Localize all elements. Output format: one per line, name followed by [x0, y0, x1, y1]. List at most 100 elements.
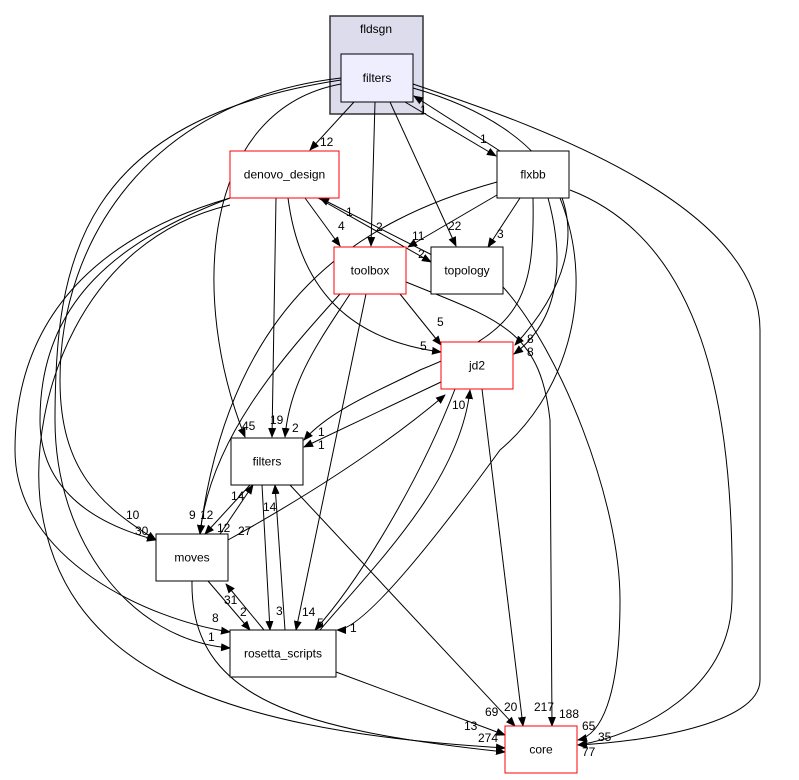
edge-flxbb-to-fldsgn_filters[interactable]	[413, 95, 501, 152]
node-core[interactable]: core	[504, 725, 578, 774]
edges	[14, 77, 761, 756]
edge-flxbb-to-topology[interactable]	[487, 197, 521, 248]
node-label: rosetta_scripts	[244, 647, 322, 661]
edge-label: 1	[208, 630, 215, 644]
edge-label: 12	[217, 521, 231, 535]
node-box[interactable]	[440, 341, 514, 390]
node-label: filters	[363, 71, 392, 85]
edge-label: 1	[350, 621, 357, 635]
node-box[interactable]	[430, 246, 504, 295]
edge-label: 31	[224, 593, 238, 607]
edge-rosetta_scripts-to-core[interactable]	[335, 671, 506, 736]
node-fldsgn-filters[interactable]: filters	[340, 53, 414, 103]
node-moves[interactable]: moves	[155, 533, 229, 582]
edge-fldsgn_filters-to-toolbox[interactable]	[367, 101, 376, 247]
edge-fldsgn_filters-to-flxbb[interactable]	[404, 101, 497, 157]
edge-label: 77	[582, 745, 596, 759]
edge-label: 9	[189, 508, 196, 522]
edge-moves-to-rosetta_scripts[interactable]	[207, 580, 251, 631]
edge-fldsgn_filters-to-core[interactable]	[412, 83, 761, 749]
node-box[interactable]	[229, 150, 340, 199]
node-label: moves	[174, 551, 209, 565]
node-jd2[interactable]: jd2	[440, 341, 514, 390]
edge-rosetta_scripts-to-moves[interactable]	[225, 583, 265, 631]
edge-denovo_design-to-filters[interactable]	[268, 197, 277, 438]
node-rosetta-scripts[interactable]: rosetta_scripts	[229, 629, 337, 678]
node-denovo-design[interactable]: denovo_design	[229, 150, 340, 199]
cluster-label: fldsgn	[360, 22, 392, 36]
edge-label: 5	[437, 315, 444, 329]
node-flxbb[interactable]: flxbb	[496, 150, 570, 199]
edge-label: 30	[135, 524, 149, 538]
edge-fldsgn_filters-to-moves[interactable]	[59, 77, 342, 541]
edge-label: 10	[452, 398, 466, 412]
node-topology[interactable]: topology	[430, 246, 504, 295]
node-box[interactable]	[229, 629, 337, 678]
edge-label: 1	[318, 438, 325, 452]
edge-denovo_design-to-toolbox[interactable]	[304, 197, 341, 247]
node-toolbox[interactable]: toolbox	[333, 246, 407, 295]
edge-filters-to-moves[interactable]	[204, 484, 251, 535]
edge-fldsgn_filters-to-rosetta_scripts[interactable]	[54, 79, 342, 652]
edge-topology-to-core[interactable]	[502, 286, 621, 742]
edge-jd2-to-filters[interactable]	[303, 381, 442, 448]
edge-jd2-to-rosetta_scripts[interactable]	[314, 388, 456, 631]
edge-denovo_design-to-core[interactable]	[38, 204, 506, 752]
edge-toolbox-to-jd2[interactable]	[399, 293, 442, 346]
edge-label: 3	[497, 227, 504, 241]
node-box[interactable]	[504, 725, 578, 774]
edge-flxbb-to-toolbox[interactable]	[407, 194, 498, 248]
edge-label: 10	[126, 508, 140, 522]
edge-denovo_design-to-topology[interactable]	[317, 197, 432, 263]
edge-label: 20	[504, 700, 518, 714]
edge-fldsgn_filters-to-jd2[interactable]	[412, 87, 569, 346]
edge-label: 8	[527, 332, 534, 346]
edge-fldsgn_filters-to-topology[interactable]	[389, 101, 457, 247]
node-box[interactable]	[333, 246, 407, 295]
edge-fldsgn_filters-to-denovo_design[interactable]	[309, 101, 355, 151]
edge-label: 188	[559, 707, 579, 721]
edge-filters-to-core[interactable]	[289, 484, 516, 727]
node-box[interactable]	[340, 53, 414, 103]
edge-flxbb-to-rosetta_scripts[interactable]	[336, 197, 577, 634]
node-label: jd2	[468, 359, 485, 373]
edge-toolbox-to-core[interactable]	[405, 281, 556, 727]
edge-label: 1	[480, 132, 487, 146]
edge-label: 12	[200, 508, 214, 522]
edge-flxbb-to-filters[interactable]	[303, 197, 534, 441]
edge-label: 274	[478, 731, 498, 745]
edge-rosetta_scripts-to-filters[interactable]	[271, 484, 286, 631]
edge-flxbb-to-moves[interactable]	[197, 181, 498, 535]
edge-denovo_design-to-moves[interactable]	[39, 197, 231, 542]
edge-denovo_design-to-rosetta_scripts[interactable]	[14, 197, 231, 635]
edge-moves-to-core[interactable]	[191, 580, 506, 756]
node-box[interactable]	[155, 533, 229, 582]
edge-label: 27	[238, 524, 252, 538]
edge-label: 14	[263, 500, 277, 514]
edge-label: 69	[485, 705, 499, 719]
edge-label: 2	[376, 220, 383, 234]
edge-label: 35	[598, 730, 612, 744]
node-filters[interactable]: filters	[230, 437, 304, 486]
node-box[interactable]	[230, 437, 304, 486]
edge-filters-to-rosetta_scripts[interactable]	[261, 484, 274, 631]
edge-denovo_design-to-jd2[interactable]	[287, 197, 442, 355]
edge-jd2-to-core[interactable]	[481, 388, 526, 727]
edge-flxbb-to-jd2[interactable]	[513, 197, 558, 355]
edge-moves-to-filters[interactable]	[219, 484, 254, 535]
node-label: flxbb	[520, 168, 546, 182]
edge-toolbox-to-filters[interactable]	[281, 293, 351, 438]
edge-rosetta_scripts-to-jd2[interactable]	[319, 389, 473, 631]
edge-label: 2	[292, 421, 299, 435]
edge-label: 12	[320, 135, 334, 149]
node-box[interactable]	[496, 150, 570, 199]
edge-jd2-to-moves[interactable]	[227, 394, 446, 541]
edge-toolbox-to-rosetta_scripts[interactable]	[293, 293, 367, 631]
edge-toolbox-to-moves[interactable]	[196, 293, 341, 535]
edge-label: 3	[276, 604, 283, 618]
edge-fldsgn_filters-to-filters[interactable]	[213, 83, 342, 438]
edge-flxbb-to-core[interactable]	[569, 189, 733, 748]
edge-label: 45	[242, 419, 256, 433]
